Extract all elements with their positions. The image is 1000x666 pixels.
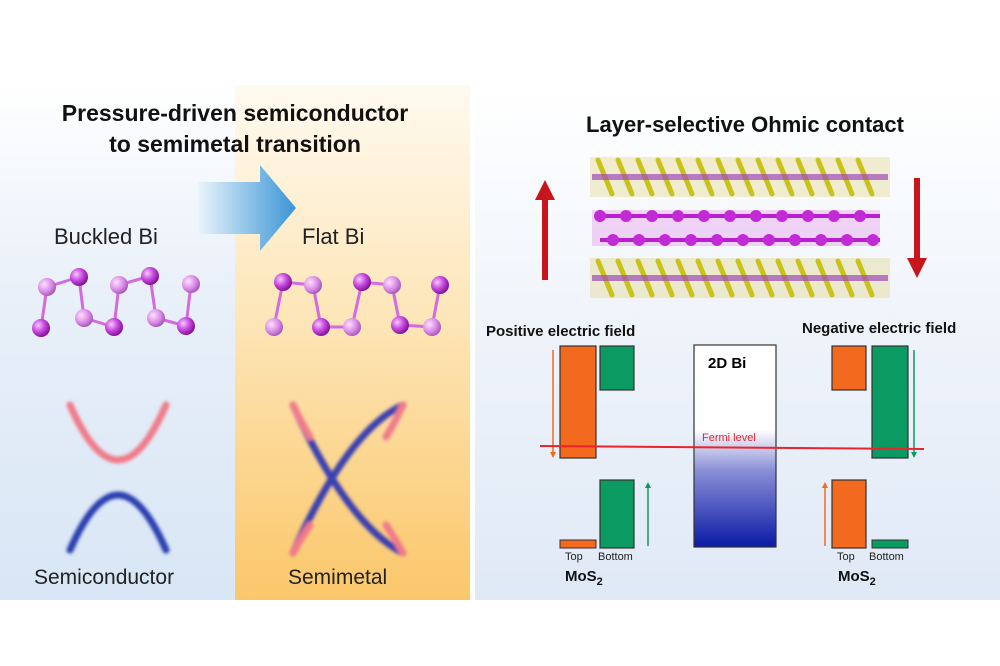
positive-field-label: Positive electric field [486, 323, 636, 340]
mos2-top-layer [590, 157, 890, 197]
up-field-arrow-icon [535, 180, 555, 280]
buckled-bi-label: Buckled Bi [54, 224, 158, 249]
bottom-label-right: Bottom [869, 551, 904, 563]
bi-middle-layer [592, 210, 880, 246]
negative-field-bands [822, 345, 917, 549]
bi-bar-label: 2D Bi [708, 355, 747, 372]
conduction-band [66, 401, 170, 464]
semiconductor-bands [66, 401, 170, 554]
semimetal-panel [235, 85, 470, 600]
fermi-level-line [539, 445, 925, 450]
semiconductor-label: Semiconductor [34, 566, 175, 589]
mos2-label-right: MoS2 [838, 568, 876, 588]
fermi-level-label: Fermi level [702, 432, 756, 444]
mos2-bottom-layer [590, 258, 890, 298]
mos2-label-left: MoS2 [565, 568, 603, 588]
top-label-right: Top [837, 551, 855, 563]
main-title: Pressure-driven semiconductor to semimet… [10, 98, 460, 160]
transition-arrow-icon [198, 165, 296, 251]
main-title-line-2: to semimetal transition [109, 131, 361, 157]
top-label-left: Top [565, 551, 583, 563]
flat-bi-label: Flat Bi [302, 224, 365, 249]
semimetal-label: Semimetal [288, 566, 388, 589]
buckled-bi-atoms [32, 267, 200, 337]
right-title: Layer-selective Ohmic contact [586, 112, 904, 137]
negative-field-label: Negative electric field [802, 320, 957, 337]
bottom-label-left: Bottom [598, 551, 633, 563]
bi-energy-bar [693, 344, 777, 548]
semimetal-bands [289, 401, 407, 557]
down-field-arrow-icon [907, 178, 927, 278]
valence-band [66, 491, 170, 554]
main-title-line-1: Pressure-driven semiconductor [61, 100, 409, 126]
positive-field-bands [550, 345, 651, 549]
flat-bi-atoms [265, 273, 449, 336]
